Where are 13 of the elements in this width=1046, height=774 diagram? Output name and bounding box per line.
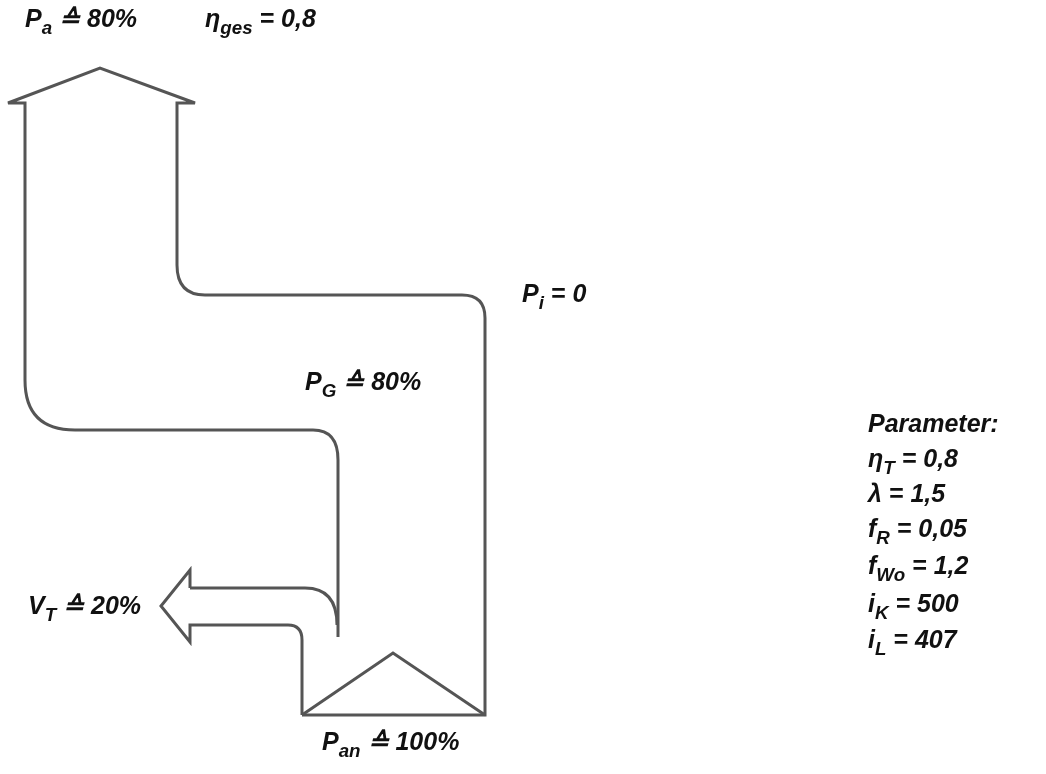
parameter-value: η$_{T}$ = 0,8 xyxy=(868,445,958,479)
parameter-value: f$_{R}$ = 0,05 xyxy=(868,515,968,549)
loss-label: V$_{T}$ ≙ 20% xyxy=(28,592,142,626)
power-label: P$_{G}$ ≙ 80% xyxy=(305,368,422,402)
power-label: P$_{an}$ ≙ 100% xyxy=(322,728,460,762)
parameter-value: i$_{K}$ = 500 xyxy=(868,590,959,624)
parameter-heading: Parameter: xyxy=(868,410,999,438)
parameter-value: λ = 1,5 xyxy=(868,480,946,508)
parameter-value: f$_{Wo}$ = 1,2 xyxy=(868,552,969,586)
power-label: P$_{a}$ ≙ 80% xyxy=(25,5,138,39)
efficiency-label: η$_{ges}$ = 0,8 xyxy=(205,5,316,39)
power-label: P$_{i}$ = 0 xyxy=(522,280,587,314)
parameter-value: i$_{L}$ = 407 xyxy=(868,626,957,660)
